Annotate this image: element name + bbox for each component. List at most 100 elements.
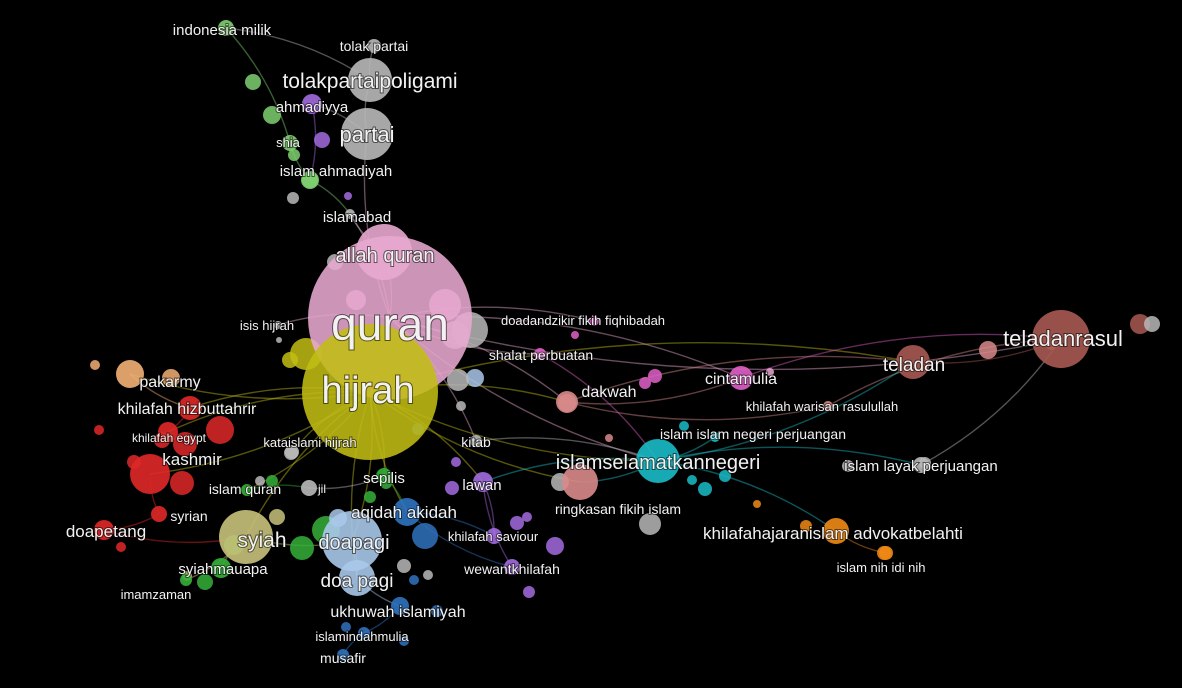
node-shalatperbuatan[interactable]: [534, 348, 546, 360]
node-label-khilafahwarisan: khilafah warisan rasulullah: [746, 399, 898, 414]
node-label-wewant: wewantkhilafah: [463, 561, 560, 577]
node-label-islamabad: islamabad: [323, 209, 391, 226]
minor-node: [639, 513, 661, 535]
node-label-jil: jil: [317, 482, 326, 496]
node-islamnih[interactable]: [879, 546, 893, 560]
node-musafir[interactable]: [337, 649, 349, 661]
edge: [225, 27, 291, 144]
node-kataislami[interactable]: [285, 445, 299, 459]
node-teladanrasul[interactable]: [1032, 310, 1090, 368]
minor-node: [456, 401, 466, 411]
minor-node: [605, 434, 613, 442]
node-label-islamahmadiyah: islam ahmadiyah: [280, 163, 393, 180]
node-label-khilafahajaran: khilafahajaranislam advokatbelahti: [703, 524, 963, 543]
node-khilafahwarisan[interactable]: [823, 401, 833, 411]
minor-node: [423, 570, 433, 580]
node-label-partai: partai: [339, 122, 394, 147]
node-label-isishijrah: isis hijrah: [240, 318, 294, 333]
node-syiahmauapa[interactable]: [211, 558, 231, 578]
node-doadandzikir[interactable]: [589, 316, 599, 326]
node-khilafahegypt[interactable]: [158, 422, 178, 442]
node-isishijrah[interactable]: [274, 321, 282, 329]
minor-node: [687, 475, 697, 485]
node-label-sepilis: sepilis: [363, 470, 405, 487]
node-label-islamlayak: islam layak perjuangan: [844, 458, 997, 475]
minor-node: [263, 106, 281, 124]
minor-node: [162, 369, 180, 387]
minor-node: [571, 331, 579, 339]
node-partai[interactable]: [341, 108, 393, 160]
node-doapagi1[interactable]: [322, 511, 382, 571]
node-islamabad[interactable]: [345, 209, 355, 219]
node-wewant[interactable]: [504, 559, 520, 575]
node-label-shia: shia: [276, 135, 301, 150]
node-aqidah[interactable]: [393, 498, 421, 526]
node-imamzaman[interactable]: [180, 574, 192, 586]
node-islamahmadiyah[interactable]: [301, 171, 319, 189]
minor-node: [245, 74, 261, 90]
minor-node: [288, 149, 300, 161]
node-khilafahhizbut[interactable]: [178, 396, 202, 420]
node-pakarmy[interactable]: [116, 360, 144, 388]
node-label-quran: quran: [331, 298, 449, 350]
node-shia[interactable]: [282, 135, 298, 151]
edge: [566, 401, 829, 421]
node-label-ukhuwah: ukhuwah islamiyah: [330, 604, 465, 621]
node-doapetang[interactable]: [94, 520, 114, 540]
node-hijrah[interactable]: [302, 324, 438, 460]
minor-node: [1144, 316, 1160, 332]
node-islamlayak[interactable]: [913, 457, 929, 473]
minor-node: [800, 520, 812, 532]
node-ringkasan[interactable]: [562, 464, 598, 500]
minor-node: [719, 470, 731, 482]
node-label-imamzaman: imamzaman: [121, 587, 192, 602]
node-label-kashmir: kashmir: [162, 450, 222, 469]
node-allahquran[interactable]: [356, 224, 412, 280]
node-islamselamatkannegeri[interactable]: [636, 439, 680, 483]
node-jil[interactable]: [301, 480, 317, 496]
minor-node: [287, 192, 299, 204]
minor-node: [399, 636, 409, 646]
node-ahmadiyya[interactable]: [302, 94, 322, 114]
node-khilafahajaran[interactable]: [823, 518, 849, 544]
node-dakwah[interactable]: [556, 391, 578, 413]
node-kitab[interactable]: [470, 435, 482, 447]
node-tolakpartai[interactable]: [367, 39, 381, 53]
node-sepilis[interactable]: [376, 468, 392, 484]
minor-node: [344, 192, 352, 200]
minor-node: [648, 369, 662, 383]
node-khilafahsaviour[interactable]: [486, 528, 502, 544]
node-indonesiamilik[interactable]: [218, 20, 234, 36]
node-label-kitab: kitab: [461, 434, 491, 450]
minor-node: [341, 622, 351, 632]
minor-node: [116, 542, 126, 552]
node-label-syiahmauapa: syiahmauapa: [178, 561, 268, 578]
node-syiah[interactable]: [219, 510, 273, 564]
node-cintamulia[interactable]: [729, 366, 753, 390]
node-islamquran[interactable]: [241, 484, 253, 496]
minor-node: [447, 369, 469, 391]
node-label-syrian: syrian: [170, 508, 207, 524]
node-doapagi2[interactable]: [339, 560, 375, 596]
minor-node: [282, 352, 298, 368]
node-ukhuwah[interactable]: [391, 597, 409, 615]
node-lawan[interactable]: [473, 472, 493, 492]
node-teladan[interactable]: [896, 345, 930, 379]
node-islamindah[interactable]: [358, 627, 370, 639]
minor-node: [173, 432, 197, 456]
node-syrian[interactable]: [151, 506, 167, 522]
node-label-islamnih: islam nih idi nih: [837, 560, 926, 575]
node-label-doadandzikir: doadandzikir fikih fiqhibadah: [501, 313, 665, 328]
node-label-aqidah: aqidah akidah: [351, 503, 457, 522]
node-label-khilafahsaviour: khilafah saviour: [448, 529, 539, 544]
node-label-islamnegeri: islam islam negeri perjuangan: [660, 426, 846, 442]
minor-node: [255, 476, 265, 486]
node-islamnegeri[interactable]: [710, 432, 720, 442]
minor-node: [522, 512, 532, 522]
node-tolakpartaipoligami[interactable]: [348, 58, 392, 102]
minor-node: [510, 516, 524, 530]
minor-node: [314, 132, 330, 148]
minor-node: [766, 368, 774, 376]
node-kashmir[interactable]: [130, 454, 170, 494]
minor-node: [276, 337, 282, 343]
